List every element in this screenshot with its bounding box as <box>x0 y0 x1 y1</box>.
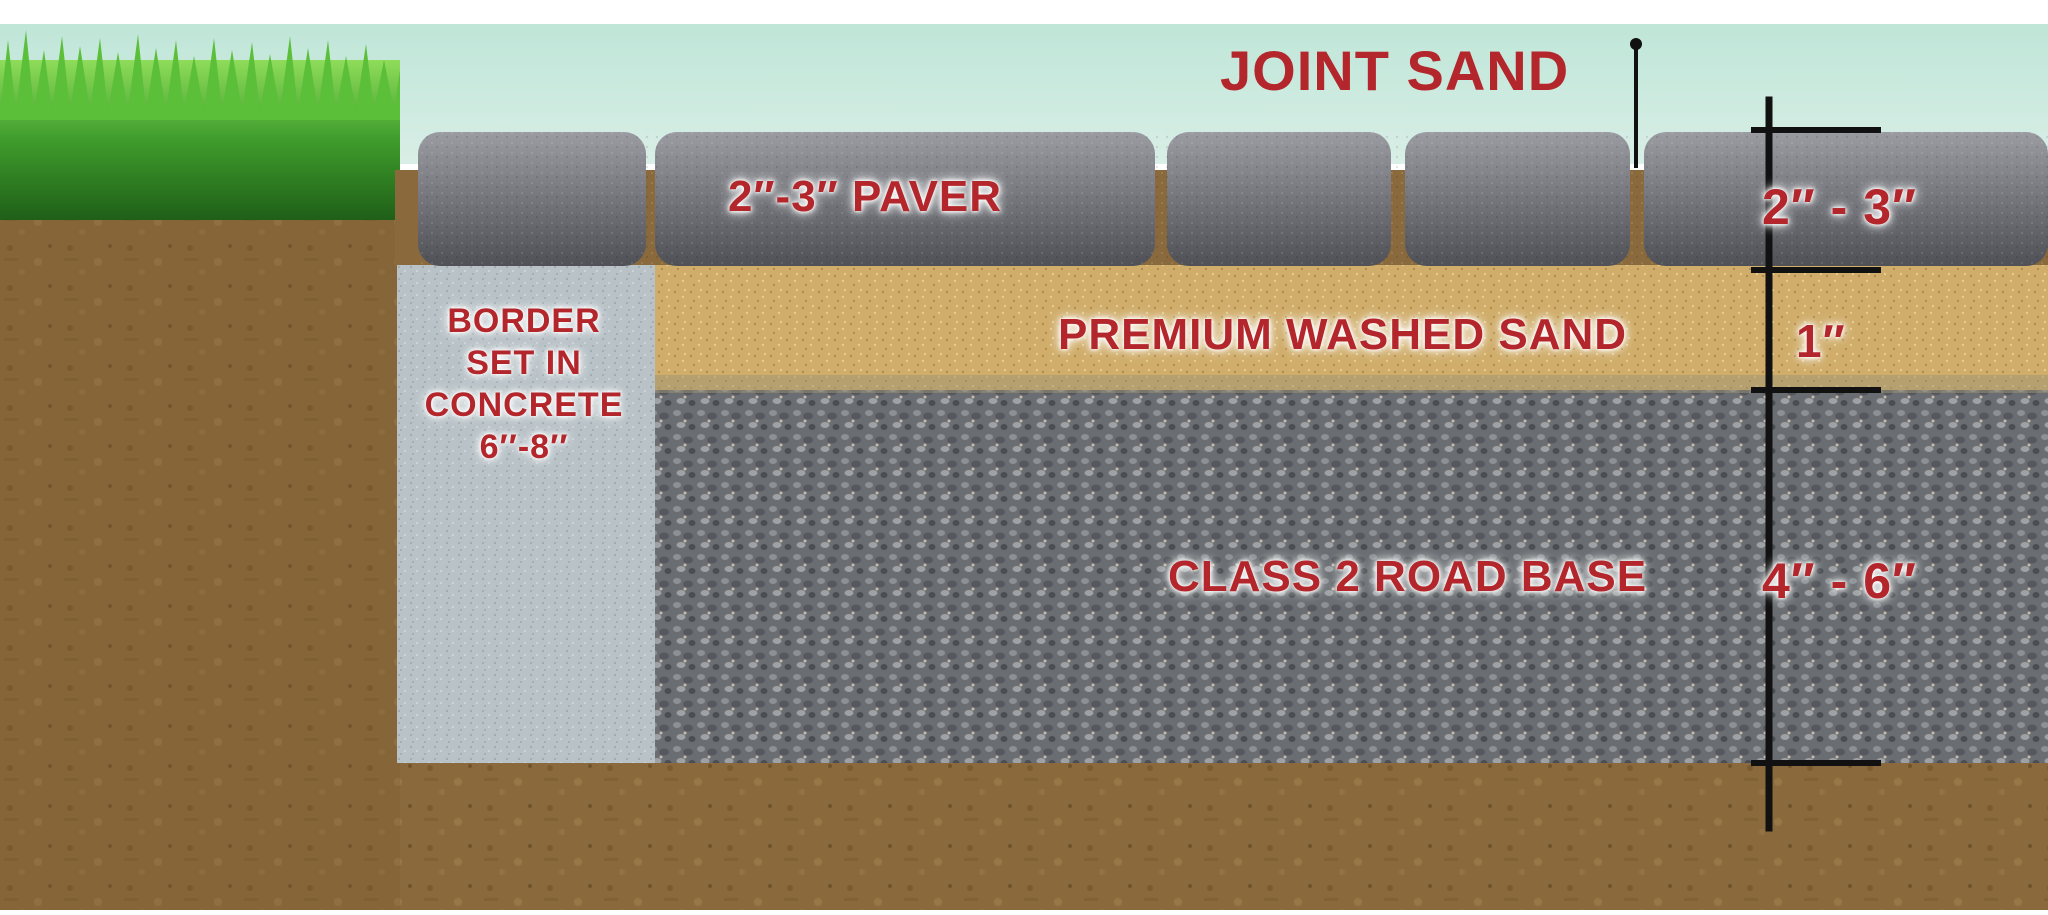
joint-sand-pointer <box>1630 38 1642 168</box>
measurement-scale <box>1751 96 1881 832</box>
paver-dimension-label: 2″ - 3″ <box>1762 179 1917 235</box>
border-label-line: 6′′-8′′ <box>479 428 569 466</box>
grass <box>0 30 400 220</box>
paver-label: 2″-3″ PAVER <box>728 172 1003 221</box>
concrete-border <box>397 262 655 763</box>
road-base-dimension-label: 4″ - 6″ <box>1762 553 1917 609</box>
sand-dimension-label: 1″ <box>1796 315 1846 367</box>
road-base-label: CLASS 2 ROAD BASE <box>1168 552 1648 601</box>
border-label-line: BORDER <box>447 302 601 340</box>
road-base-layer <box>655 385 2048 763</box>
joint-sand-label: JOINT SAND <box>1220 39 1570 102</box>
washed-sand-layer <box>655 262 2048 390</box>
border-label-line: SET IN <box>466 344 582 382</box>
washed-sand-label: PREMIUM WASHED SAND <box>1058 310 1628 359</box>
border-label-line: CONCRETE <box>424 386 624 424</box>
border-label: BORDER SET IN CONCRETE 6′′-8′′ <box>408 300 640 468</box>
